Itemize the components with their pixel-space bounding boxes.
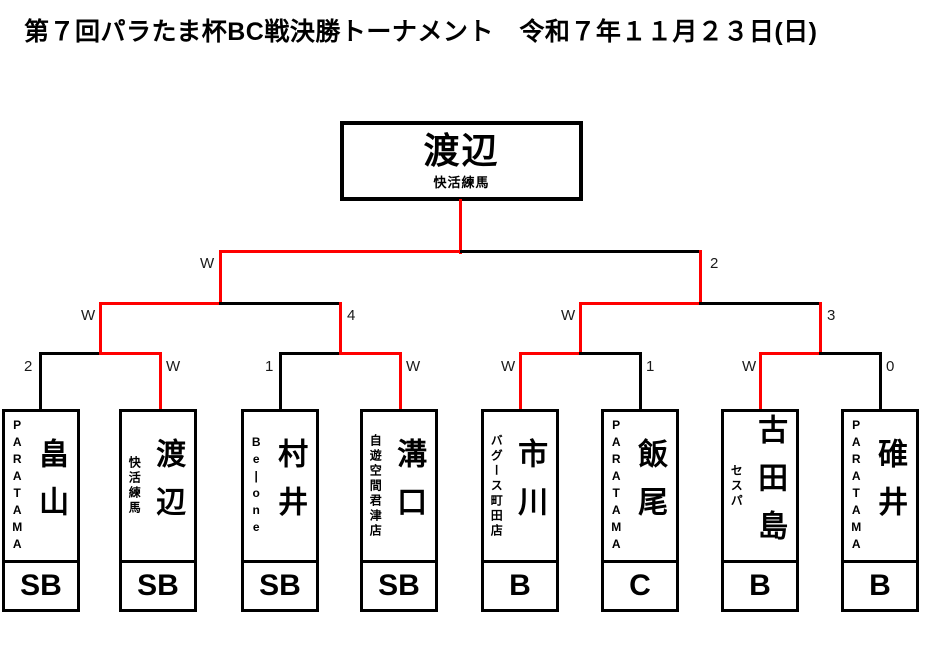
quarterfinal2-left-line <box>279 352 342 355</box>
final-left-label: W <box>200 255 215 272</box>
player-2-affiliation: 快活練馬 <box>127 456 142 516</box>
semifinal1-left-label: W <box>81 307 96 324</box>
semifinal1-left-win-line <box>99 302 221 305</box>
final-right-line <box>460 250 702 253</box>
player-box-8: PARATAMA 碓井 B <box>841 409 919 612</box>
player-box-4: 自遊空間君津店 溝口 SB <box>360 409 438 612</box>
quarterfinal1-right-label: W <box>166 358 181 375</box>
player-8-name: 碓井 <box>873 438 907 534</box>
player-box-3: Be|one 村井 SB <box>241 409 319 612</box>
quarterfinal3-up-line <box>579 302 582 355</box>
player-3-class: SB <box>244 560 316 609</box>
quarterfinal3-right-score: 1 <box>646 358 655 375</box>
player-box-3-upper: Be|one 村井 <box>244 412 316 560</box>
player-box-6: PARATAMA 飯尾 C <box>601 409 679 612</box>
player-4-name: 溝口 <box>392 438 426 534</box>
player-4-affiliation: 自遊空間君津店 <box>368 433 383 539</box>
quarterfinal2-right-label: W <box>406 358 421 375</box>
quarterfinal2-left-score: 1 <box>265 358 274 375</box>
semifinal1-right-score: 4 <box>347 307 356 324</box>
semifinal2-up-line <box>699 250 702 305</box>
player-5-class: B <box>484 560 556 609</box>
semifinal2-left-win-line <box>579 302 702 305</box>
player-7-name: 古田島 <box>753 414 787 558</box>
quarterfinal1-left-score: 2 <box>24 358 33 375</box>
player-box-2-upper: 快活練馬 渡辺 <box>122 412 194 560</box>
quarterfinal1-up-line <box>99 302 102 355</box>
player-1-name: 畠山 <box>34 438 68 534</box>
quarterfinal4-left-label: W <box>742 358 757 375</box>
player-6-name: 飯尾 <box>633 438 667 534</box>
player-box-8-upper: PARATAMA 碓井 <box>844 412 916 560</box>
player-7-class: B <box>724 560 796 609</box>
quarterfinal4-right-score: 0 <box>886 358 895 375</box>
champion-box: 渡辺 快活練馬 <box>340 121 583 201</box>
player-box-2: 快活練馬 渡辺 SB <box>119 409 197 612</box>
player-1-affiliation: PARATAMA <box>10 418 25 554</box>
player-8-class: B <box>844 560 916 609</box>
player-3-name: 村井 <box>273 438 307 534</box>
player3-line <box>279 352 282 411</box>
semifinal2-left-label: W <box>561 307 576 324</box>
quarterfinal2-up-line <box>339 302 342 355</box>
player-2-name: 渡辺 <box>151 438 185 534</box>
player-3-affiliation: Be|one <box>249 435 264 537</box>
player-1-class: SB <box>5 560 77 609</box>
semifinal1-right-line <box>219 302 341 305</box>
final-left-win-line <box>219 250 462 253</box>
player-box-7: セスパ 古田島 B <box>721 409 799 612</box>
quarterfinal3-left-label: W <box>501 358 516 375</box>
player-box-7-upper: セスパ 古田島 <box>724 412 796 560</box>
quarterfinal4-up-line <box>819 302 822 355</box>
player-6-class: C <box>604 560 676 609</box>
player-2-class: SB <box>122 560 194 609</box>
champion-name: 渡辺 <box>423 129 500 171</box>
player1-line <box>39 352 42 411</box>
quarterfinal2-right-win-line <box>339 352 402 355</box>
quarterfinal1-left-line <box>39 352 102 355</box>
semifinal2-right-score: 3 <box>827 307 836 324</box>
player2-win-line <box>159 352 162 411</box>
semifinal1-up-line <box>219 250 222 305</box>
player-6-affiliation: PARATAMA <box>609 418 624 554</box>
player6-line <box>639 352 642 411</box>
player4-win-line <box>399 352 402 411</box>
player5-win-line <box>519 352 522 411</box>
player-4-class: SB <box>363 560 435 609</box>
player-box-1-upper: PARATAMA 畠山 <box>5 412 77 560</box>
quarterfinal4-right-line <box>819 352 882 355</box>
player-box-5: バグース町田店 市川 B <box>481 409 559 612</box>
player-box-4-upper: 自遊空間君津店 溝口 <box>363 412 435 560</box>
player-box-6-upper: PARATAMA 飯尾 <box>604 412 676 560</box>
page-title: 第７回パラたま杯BC戦決勝トーナメント 令和７年１１月２３日(日) <box>24 18 818 46</box>
player-box-1: PARATAMA 畠山 SB <box>2 409 80 612</box>
player-8-affiliation: PARATAMA <box>849 418 864 554</box>
player-box-5-upper: バグース町田店 市川 <box>484 412 556 560</box>
player-5-affiliation: バグース町田店 <box>489 433 504 539</box>
quarterfinal3-right-line <box>579 352 642 355</box>
quarterfinal3-left-win-line <box>519 352 582 355</box>
semifinal2-right-line <box>699 302 821 305</box>
quarterfinal4-left-win-line <box>759 352 822 355</box>
player7-win-line <box>759 352 762 411</box>
champion-connector-line <box>459 199 462 254</box>
final-right-score: 2 <box>710 255 719 272</box>
quarterfinal1-right-win-line <box>99 352 162 355</box>
player-7-affiliation: セスパ <box>729 463 744 509</box>
champion-club: 快活練馬 <box>433 175 490 191</box>
player8-line <box>879 352 882 411</box>
player-5-name: 市川 <box>513 438 547 534</box>
